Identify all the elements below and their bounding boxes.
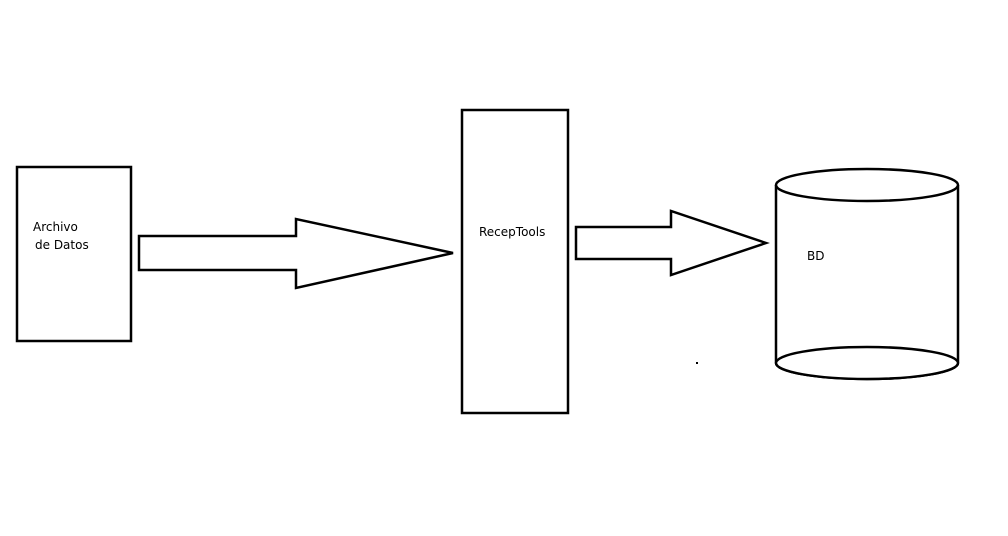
source-file-node: Archivo de Datos (15, 165, 133, 343)
receptools-label: RecepTools (479, 225, 545, 239)
database-node: BD (774, 167, 960, 381)
stray-dot (696, 362, 698, 364)
database-label: BD (807, 249, 824, 263)
receptools-node: RecepTools (460, 108, 570, 415)
source-file-label-line2: de Datos (35, 238, 89, 252)
source-file-label-line1: Archivo (33, 220, 78, 234)
database-cylinder-bottom-rim (774, 345, 960, 381)
receptools-box (460, 108, 570, 415)
source-file-box (15, 165, 133, 343)
arrow-receptools-to-bd (574, 209, 770, 277)
database-cylinder-top (774, 167, 960, 203)
arrow-file-to-receptools (137, 217, 454, 290)
